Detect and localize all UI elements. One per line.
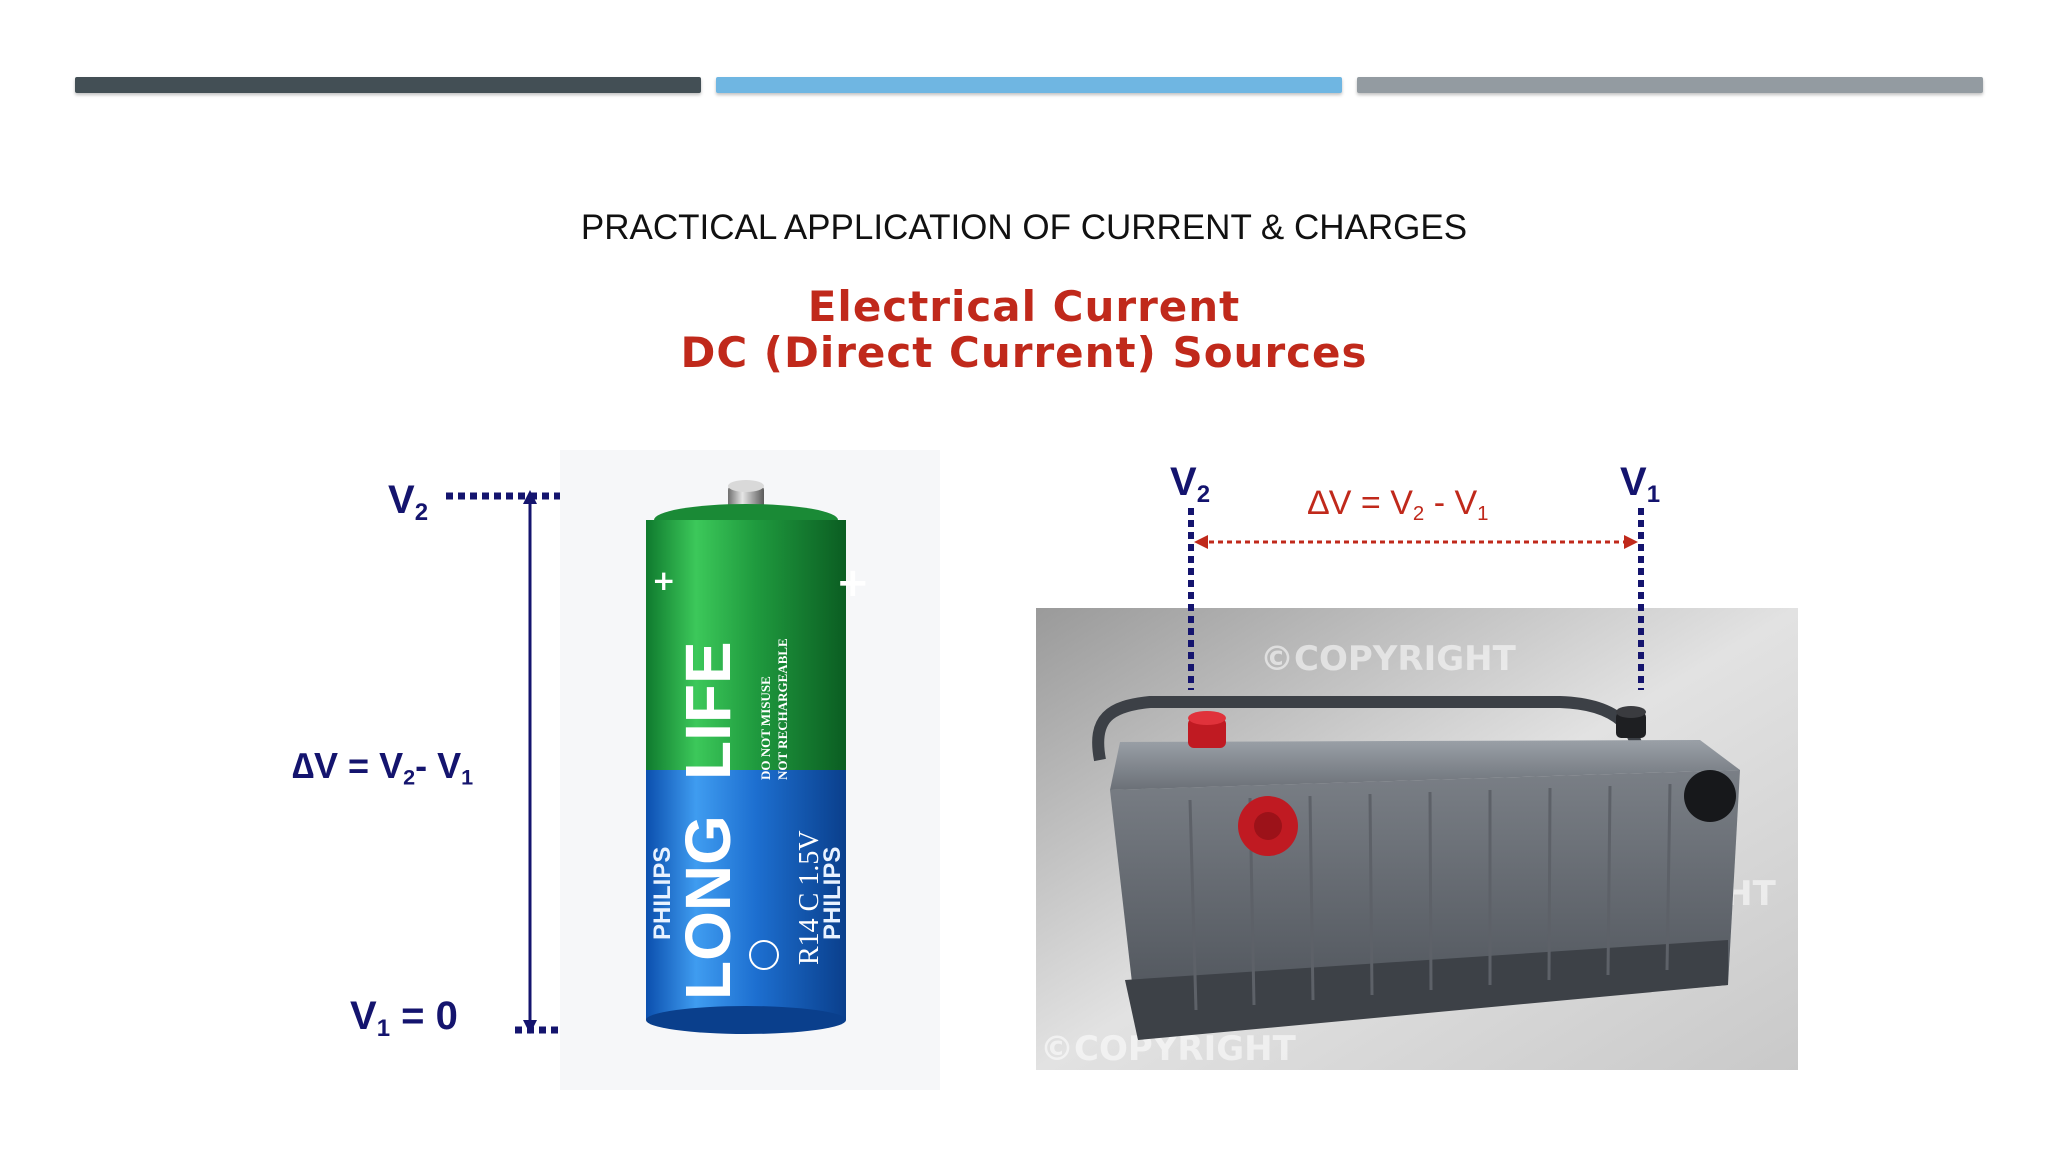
slide-title: PRACTICAL APPLICATION OF CURRENT & CHARG… [580, 208, 1468, 247]
battery-brand-right: PHILIPS [819, 847, 846, 940]
negative-side-cap [1684, 770, 1736, 822]
header-bar-blue [716, 77, 1342, 93]
left-voltage-arrow [523, 490, 537, 1034]
right-v1-label: V1 [1620, 460, 1661, 509]
right-delta-v-label: ∆V = V2 - V1 [1308, 484, 1489, 526]
battery-brand-left: PHILIPS [649, 847, 676, 940]
copyright-watermark-1: ©COPYRIGHT [1260, 639, 1517, 679]
battery-plus-sign-small: + [652, 564, 675, 597]
right-delta-v-arrow [1194, 535, 1638, 549]
negative-terminal [1616, 712, 1646, 738]
cell-battery-image: LONG LIFE PHILIPS PHILIPS R14 C 1.5V DO … [560, 450, 940, 1090]
subtitle-line-1: Electrical Current [807, 282, 1241, 331]
header-bar-gray [1357, 77, 1983, 93]
subtitle-line-2: DC (Direct Current) Sources [680, 328, 1368, 377]
battery-life-text: LIFE [672, 641, 744, 780]
left-delta-v-label: ∆V = V2- V1 [292, 745, 474, 790]
header-bar-dark [75, 77, 701, 93]
right-v2-label: V2 [1170, 460, 1211, 509]
battery-long-text: LONG [672, 815, 744, 1000]
battery-warning-1: DO NOT MISUSE [758, 676, 773, 780]
battery-warning-2: NOT RECHARGEABLE [775, 638, 790, 780]
battery-plus-sign: + [836, 560, 870, 606]
car-battery-image: ©COPYRIGHT ©COPYRIGHT ©COPYRIGHT [1036, 608, 1798, 1070]
philips-logo-icon [749, 940, 779, 970]
left-v1-label: V1 = 0 [350, 994, 458, 1043]
positive-terminal [1188, 718, 1226, 748]
battery-model: R14 C 1.5V [794, 830, 825, 965]
left-v2-label: V2 [388, 478, 429, 527]
